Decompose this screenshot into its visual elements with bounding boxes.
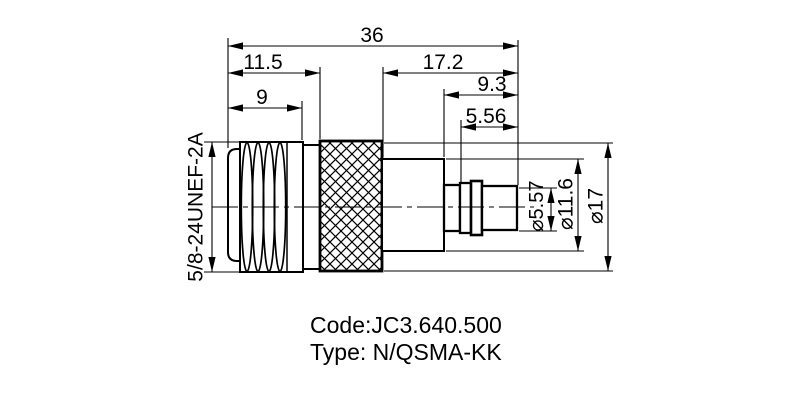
label-thread-spec: 5/8-24UNEF-2A bbox=[185, 132, 208, 281]
title-block: Code:JC3.640.500 Type: N/QSMA-KK bbox=[310, 312, 502, 365]
qsma-tip bbox=[480, 184, 519, 232]
qsma-stub bbox=[442, 183, 462, 233]
label-body-diameter: ⌀17 bbox=[585, 188, 608, 224]
dimension-lines bbox=[208, 42, 612, 272]
label-right-section-length: 17.2 bbox=[423, 51, 464, 74]
product-type: Type: N/QSMA-KK bbox=[310, 339, 502, 365]
label-thread-length: 9 bbox=[256, 86, 268, 109]
label-qsma-section-length: 9.3 bbox=[477, 73, 506, 96]
label-overall-length: 36 bbox=[360, 24, 383, 47]
qsma-ring-1 bbox=[458, 181, 473, 235]
label-coupling-length: 11.5 bbox=[243, 51, 282, 74]
knurl-section bbox=[318, 139, 384, 273]
dimension-labels: 36 11.5 17.2 9 9.3 5.56 5/8-24UNEF-2A ⌀5… bbox=[185, 24, 608, 282]
mid-cylinder bbox=[381, 158, 445, 252]
label-tip-diameter: ⌀5.57 bbox=[526, 181, 548, 232]
connector-body bbox=[212, 139, 534, 273]
label-tip-section-length: 5.56 bbox=[466, 105, 507, 128]
product-code: Code:JC3.640.500 bbox=[310, 312, 502, 338]
label-mid-diameter: ⌀11.6 bbox=[555, 178, 578, 230]
qsma-ring-2 bbox=[469, 179, 484, 237]
